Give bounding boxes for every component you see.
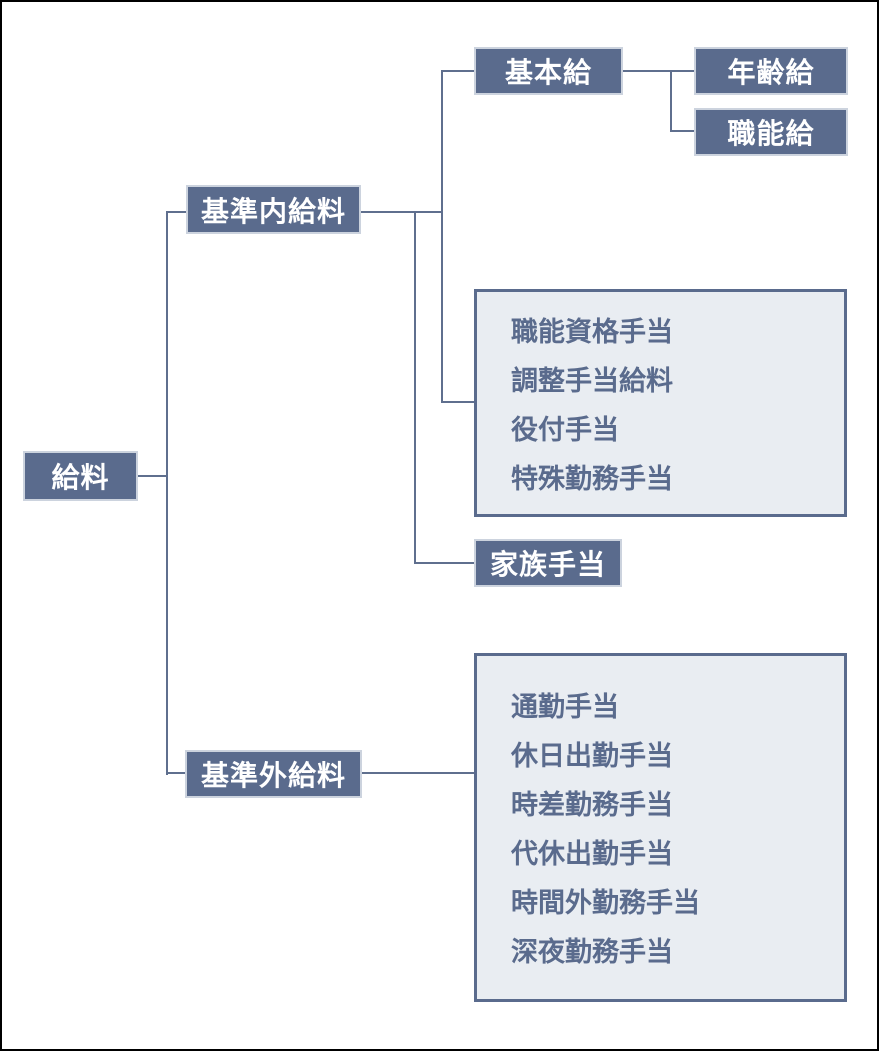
allowance-item: 調整手当給料	[511, 366, 673, 396]
connector-base-branch-vertical	[670, 70, 672, 132]
connector-trunk-to-standard	[166, 211, 186, 213]
allowance-item: 職能資格手当	[511, 317, 673, 347]
panel-standard-allowances: 職能資格手当 調整手当給料 役付手当 特殊勤務手当	[474, 289, 847, 517]
node-age-pay: 年齢給	[694, 47, 848, 95]
connector-to-base-pay	[441, 70, 474, 72]
node-salary: 給料	[23, 451, 138, 501]
allowance-item: 時間外勤務手当	[511, 888, 700, 918]
connector-standard-right	[361, 211, 443, 213]
allowance-item: 休日出勤手当	[511, 741, 673, 771]
allowance-item: 役付手当	[511, 415, 619, 445]
connector-to-skill-pay	[670, 130, 694, 132]
node-family-allowance: 家族手当	[474, 539, 622, 587]
connector-trunk-to-nonstandard	[166, 772, 185, 774]
allowance-item: 代休出勤手当	[511, 839, 673, 869]
allowance-item: 特殊勤務手当	[511, 464, 673, 494]
connector-to-family-allowance	[414, 562, 474, 564]
connector-base-to-age	[623, 70, 694, 72]
node-skill-pay: 職能給	[694, 108, 848, 156]
connector-trunk-vertical	[166, 211, 168, 775]
connector-root-to-trunk	[138, 475, 168, 477]
allowance-item: 通勤手当	[511, 692, 619, 722]
connector-to-standard-allowances	[441, 401, 474, 403]
connector-family-vertical	[414, 211, 416, 564]
panel-non-standard-allowances: 通勤手当 休日出勤手当 時差勤務手当 代休出勤手当 時間外勤務手当 深夜勤務手当	[474, 653, 847, 1002]
connector-standard-branch-vertical	[441, 70, 443, 403]
allowance-item: 深夜勤務手当	[511, 937, 673, 967]
node-non-standard-salary: 基準外給料	[185, 750, 362, 798]
node-standard-salary: 基準内給料	[186, 185, 361, 234]
connector-nonstandard-right	[362, 772, 474, 774]
node-base-pay: 基本給	[474, 47, 623, 95]
allowance-item: 時差勤務手当	[511, 790, 673, 820]
